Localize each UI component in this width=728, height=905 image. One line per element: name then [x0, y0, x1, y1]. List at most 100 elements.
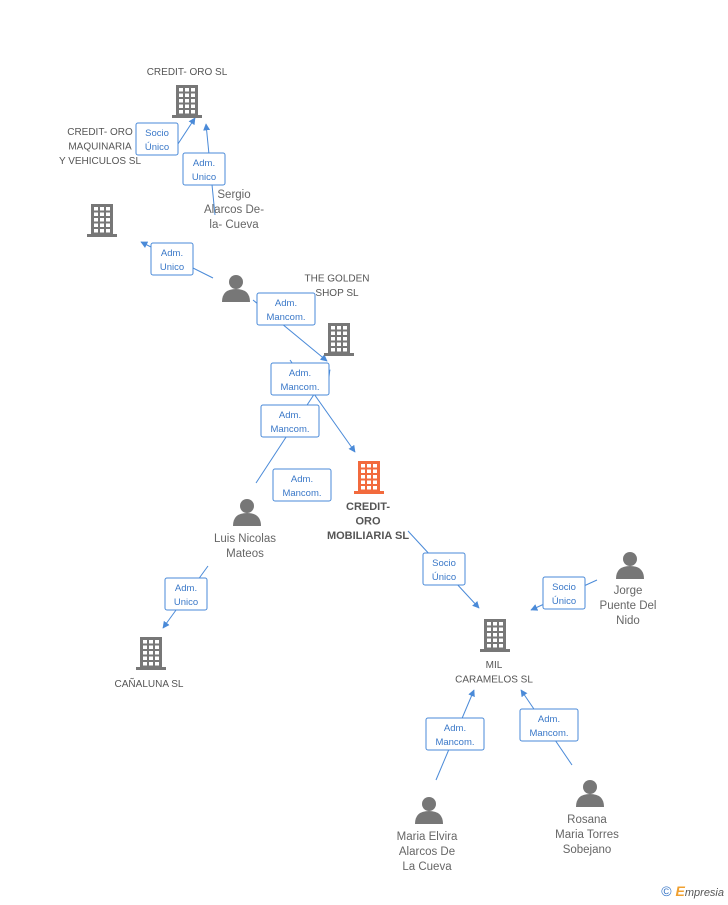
edge-label-box [135, 122, 179, 156]
node-label: Maria Torres [555, 829, 619, 841]
copyright-icon: © [661, 883, 672, 899]
node-label: Jorge [614, 585, 643, 597]
person-icon [616, 552, 644, 579]
node-label: MAQUINARIA [68, 142, 132, 153]
edge-label-text: Unico [160, 262, 184, 273]
edge-label-text: Mancom. [282, 488, 321, 499]
node-label: la- Cueva [209, 219, 259, 231]
edge-label-text: Único [552, 596, 576, 607]
node-credit-oro[interactable]: CREDIT- ORO SL [147, 67, 228, 118]
person-icon [233, 499, 261, 526]
edge-label-box [542, 576, 586, 610]
node-label: SHOP SL [315, 288, 359, 299]
building-icon [136, 637, 166, 670]
edge-label-text: Adm. [161, 248, 183, 259]
node-label: Sobejano [563, 844, 612, 856]
edge-label-box [422, 552, 466, 586]
edge-label[interactable]: Adm. Unico [182, 152, 226, 186]
person-icon [222, 275, 250, 302]
building-icon [480, 619, 510, 652]
building-icon [354, 461, 384, 494]
edge-label-text: Adm. [275, 298, 297, 309]
edge-label-text: Mancom. [270, 424, 309, 435]
edge-label-text: Único [432, 572, 456, 583]
edge-label[interactable]: Adm. Mancom. [270, 362, 330, 396]
edge-label-text: Socio [552, 582, 576, 593]
edge-label-text: Mancom. [280, 382, 319, 393]
node-golden[interactable]: THE GOLDEN SHOP SL [304, 274, 370, 357]
node-label: MOBILIARIA SL [327, 530, 409, 542]
edge-label-text: Mancom. [529, 728, 568, 739]
node-label: Alarcos De- [204, 204, 264, 216]
node-label: Mateos [226, 548, 264, 560]
edge-label-box [260, 404, 320, 438]
edge-label[interactable]: Adm. Unico [164, 577, 208, 611]
edge-label-text: Unico [192, 172, 216, 183]
node-label: Rosana [567, 814, 607, 826]
node-label: ORO [355, 516, 381, 528]
edge-label[interactable]: Adm. Mancom. [425, 717, 485, 751]
edge-label-text: Adm. [279, 410, 301, 421]
node-label: Y VEHICULOS SL [59, 156, 142, 167]
edge-label-box [519, 708, 579, 742]
edge-label-text: Mancom. [266, 312, 305, 323]
node-label: Maria Elvira [397, 831, 458, 843]
person-icon [415, 797, 443, 824]
edge-label[interactable]: Adm. Mancom. [519, 708, 579, 742]
edge-label[interactable]: Adm. Mancom. [256, 292, 316, 326]
node-label: Nido [616, 615, 640, 627]
edge-label-text: Adm. [289, 368, 311, 379]
edge-label-box [272, 468, 332, 502]
edge-label-text: Unico [174, 597, 198, 608]
node-label: CREDIT- ORO SL [147, 67, 228, 78]
edge-label-text: Socio [432, 558, 456, 569]
node-mil[interactable]: MIL CARAMELOS SL [455, 619, 533, 686]
node-label: CAÑALUNA SL [115, 677, 184, 690]
edge-label-text: Adm. [538, 714, 560, 725]
node-credit-oro-maq[interactable]: CREDIT- ORO MAQUINARIA Y VEHICULOS SL [59, 127, 142, 237]
edge-label[interactable]: Adm. Unico [150, 242, 194, 276]
edge-label-text: Adm. [175, 583, 197, 594]
edge-label-text: Único [145, 142, 169, 153]
node-label: La Cueva [402, 861, 452, 873]
node-label: Luis Nicolas [214, 533, 276, 545]
edge-label-text: Socio [145, 128, 169, 139]
node-label: Puente Del [600, 600, 657, 612]
edge-label[interactable]: Adm. Mancom. [272, 468, 332, 502]
edge-label-box [182, 152, 226, 186]
node-label: CARAMELOS SL [455, 675, 533, 686]
edge-label-box [256, 292, 316, 326]
building-icon [87, 204, 117, 237]
edge-label-box [164, 577, 208, 611]
building-icon [324, 323, 354, 356]
node-label: CREDIT- ORO [67, 127, 133, 138]
node-label: Alarcos De [399, 846, 455, 858]
building-icon [172, 85, 202, 118]
edge-label-box [150, 242, 194, 276]
person-icon [576, 780, 604, 807]
node-mobiliaria[interactable]: CREDIT- ORO MOBILIARIA SL [327, 461, 409, 542]
edge-label-text: Mancom. [435, 737, 474, 748]
edge-label-box [425, 717, 485, 751]
watermark: © Empresia [661, 883, 724, 899]
brand-logo: Empresia [675, 883, 724, 899]
node-label: Sergio [217, 189, 250, 201]
edge-label-box [270, 362, 330, 396]
edge-label[interactable]: Adm. Mancom. [260, 404, 320, 438]
edge-label-text: Adm. [193, 158, 215, 169]
node-canaluna[interactable]: CAÑALUNA SL [115, 637, 184, 690]
edge-label-text: Adm. [291, 474, 313, 485]
node-label: THE GOLDEN [304, 274, 369, 285]
node-label: CREDIT- [346, 501, 390, 513]
node-label: MIL [486, 660, 503, 671]
edge-label-text: Adm. [444, 723, 466, 734]
